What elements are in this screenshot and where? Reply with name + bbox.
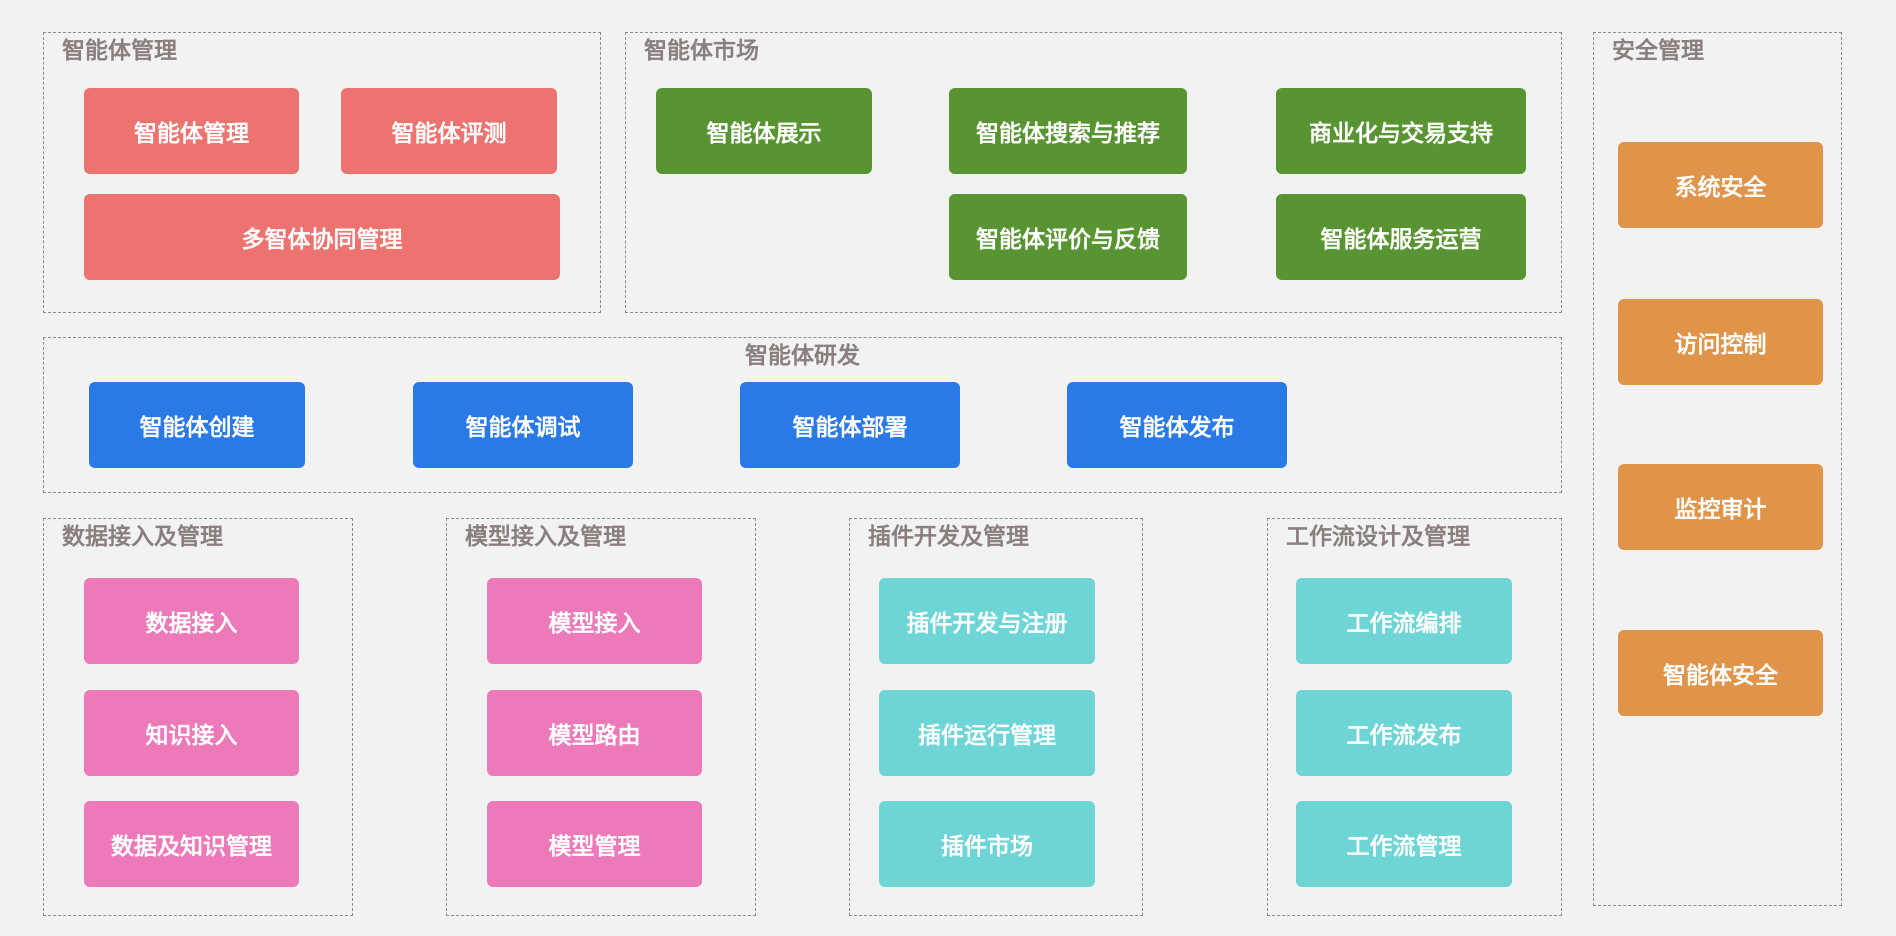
agent-management-group: 智能体管理 [43, 32, 601, 313]
data-knowledge-management-box[interactable]: 数据及知识管理 [84, 801, 299, 887]
agent-deploy-box[interactable]: 智能体部署 [740, 382, 960, 468]
commercial-trading-box[interactable]: 商业化与交易支持 [1276, 88, 1526, 174]
workflow-management-box[interactable]: 工作流管理 [1296, 801, 1512, 887]
agent-showcase-box[interactable]: 智能体展示 [656, 88, 872, 174]
agent-review-feedback-box[interactable]: 智能体评价与反馈 [949, 194, 1187, 280]
agent-development-group: 智能体研发 [43, 337, 1562, 493]
agent-search-recommend-box[interactable]: 智能体搜索与推荐 [949, 88, 1187, 174]
plugin-runtime-management-box[interactable]: 插件运行管理 [879, 690, 1095, 776]
agent-market-group: 智能体市场 [625, 32, 1562, 313]
agent-security-box[interactable]: 智能体安全 [1618, 630, 1823, 716]
workflow-orchestration-box[interactable]: 工作流编排 [1296, 578, 1512, 664]
plugin-dev-register-box[interactable]: 插件开发与注册 [879, 578, 1095, 664]
data-ingest-box[interactable]: 数据接入 [84, 578, 299, 664]
workflow-title: 工作流设计及管理 [1286, 524, 1470, 550]
agent-development-title: 智能体研发 [745, 343, 860, 369]
plugin-title: 插件开发及管理 [868, 524, 1029, 550]
agent-evaluation-box[interactable]: 智能体评测 [341, 88, 557, 174]
plugin-market-box[interactable]: 插件市场 [879, 801, 1095, 887]
agent-publish-box[interactable]: 智能体发布 [1067, 382, 1287, 468]
plugin-group: 插件开发及管理 [849, 518, 1143, 916]
knowledge-ingest-box[interactable]: 知识接入 [84, 690, 299, 776]
model-title: 模型接入及管理 [465, 524, 626, 550]
agent-market-title: 智能体市场 [644, 38, 759, 64]
model-management-box[interactable]: 模型管理 [487, 801, 702, 887]
data-group: 数据接入及管理 [43, 518, 353, 916]
agent-management-box[interactable]: 智能体管理 [84, 88, 299, 174]
system-security-box[interactable]: 系统安全 [1618, 142, 1823, 228]
workflow-publish-box[interactable]: 工作流发布 [1296, 690, 1512, 776]
agent-create-box[interactable]: 智能体创建 [89, 382, 305, 468]
agent-management-title: 智能体管理 [62, 38, 177, 64]
multi-agent-collaboration-box[interactable]: 多智体协同管理 [84, 194, 560, 280]
security-group: 安全管理 [1593, 32, 1842, 906]
data-title: 数据接入及管理 [62, 524, 223, 550]
access-control-box[interactable]: 访问控制 [1618, 299, 1823, 385]
agent-service-operation-box[interactable]: 智能体服务运营 [1276, 194, 1526, 280]
model-routing-box[interactable]: 模型路由 [487, 690, 702, 776]
agent-debug-box[interactable]: 智能体调试 [413, 382, 633, 468]
security-title: 安全管理 [1612, 38, 1704, 64]
workflow-group: 工作流设计及管理 [1267, 518, 1562, 916]
monitoring-audit-box[interactable]: 监控审计 [1618, 464, 1823, 550]
model-ingest-box[interactable]: 模型接入 [487, 578, 702, 664]
model-group: 模型接入及管理 [446, 518, 756, 916]
